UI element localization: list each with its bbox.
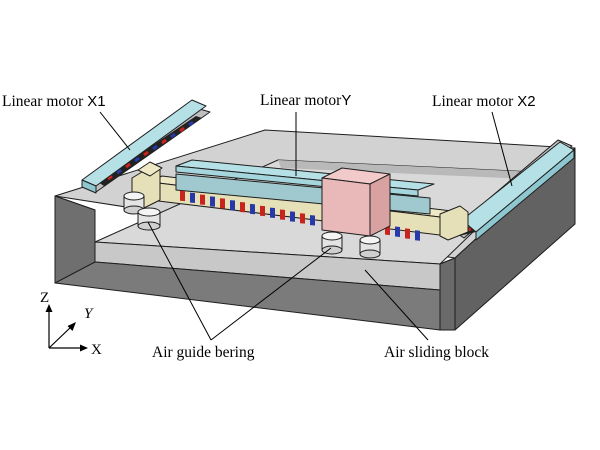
label-motor-x2-text: Linear motor xyxy=(432,93,517,110)
label-motor-y: Linear motorY xyxy=(260,92,351,109)
label-motor-x1-tag: X1 xyxy=(87,93,105,110)
axis-y-label: Y xyxy=(84,306,94,322)
label-motor-x2: Linear motor X2 xyxy=(432,93,536,110)
axis-z-label: Z xyxy=(40,290,49,306)
linear-motor-x2 xyxy=(448,139,575,241)
slider-block xyxy=(321,167,391,237)
label-air-sliding-block: Air sliding block xyxy=(384,344,489,361)
air-pad-center-right xyxy=(359,235,381,259)
air-bearing-pads xyxy=(123,191,381,259)
label-motor-y-text: Linear motor xyxy=(260,92,342,109)
air-pad-center-left xyxy=(321,231,343,255)
axis-x-arrow xyxy=(80,344,88,352)
label-motor-y-tag: Y xyxy=(341,92,351,109)
coordinate-axes: Z Y X xyxy=(40,290,102,358)
slider-front xyxy=(321,177,371,237)
label-motor-x1: Linear motor X1 xyxy=(2,93,106,110)
axis-y-line xyxy=(48,325,73,349)
base-right-rail-face xyxy=(439,257,456,331)
label-air-guide-bering: Air guide bering xyxy=(152,344,255,361)
beam-left-bracket-top xyxy=(137,161,163,177)
base-left-rail-face xyxy=(54,195,96,284)
air-pad-left-lower xyxy=(137,207,161,231)
callout-labels: Linear motor X1 Linear motorY Linear mot… xyxy=(2,92,536,361)
leader-air-guide-center xyxy=(210,247,332,341)
motor-y-coils xyxy=(180,190,420,241)
axis-y-arrow xyxy=(67,322,76,331)
axis-z-arrow xyxy=(45,304,53,312)
leader-motor-x2 xyxy=(491,111,513,187)
linear-motor-x1 xyxy=(81,99,211,194)
label-motor-x2-tag: X2 xyxy=(517,93,535,110)
axis-x-label: X xyxy=(91,342,102,358)
label-motor-x1-text: Linear motor xyxy=(2,93,87,110)
leader-air-guide-left xyxy=(147,221,212,341)
slider-side xyxy=(369,173,391,237)
motor-x1-coils xyxy=(107,120,194,181)
leader-motor-x1 xyxy=(99,111,131,151)
leader-air-sliding xyxy=(364,269,429,341)
air-pad-left-upper xyxy=(123,191,145,215)
beam-right-bracket xyxy=(439,205,469,241)
motor-x2-cover-side xyxy=(475,149,575,241)
motor-x1-magnet-track xyxy=(98,116,202,186)
pocket-back-wall xyxy=(278,160,535,179)
motor-x1-cover-side xyxy=(81,179,97,194)
leader-lines xyxy=(99,111,513,341)
